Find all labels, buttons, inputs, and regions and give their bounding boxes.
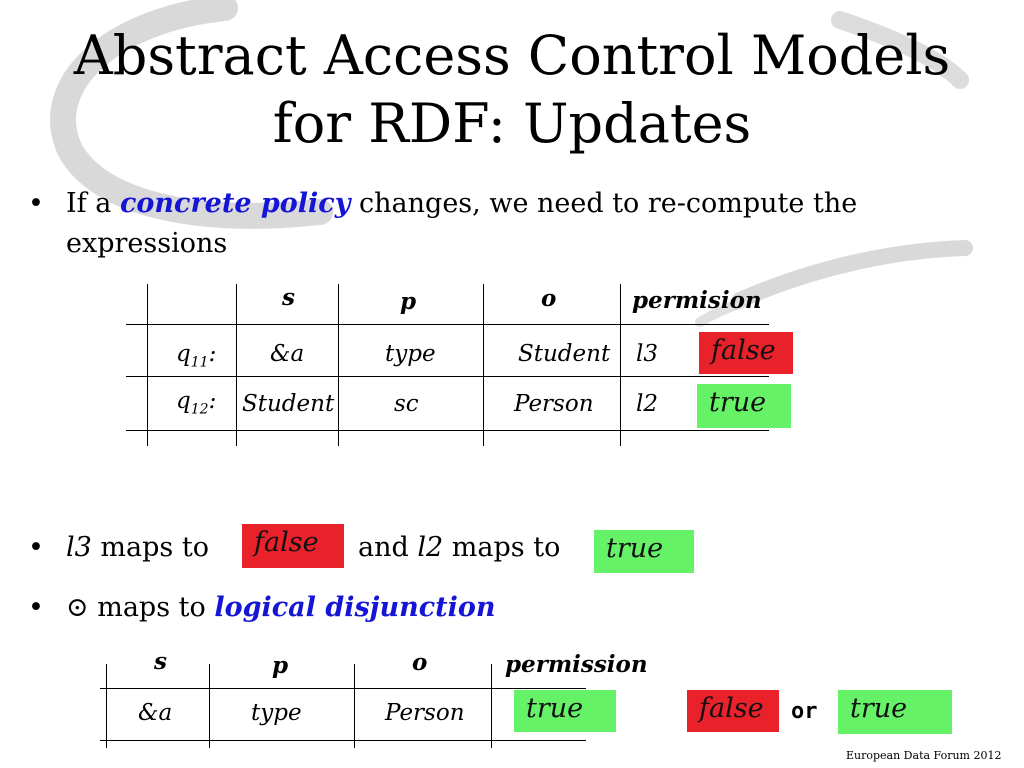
slide-title-line-1: Abstract Access Control Models [73,24,951,87]
bullet-disjunction: • ⊙ maps to logical disjunction [28,588,966,628]
table1-row2-p: sc [394,391,419,417]
table1-header-p: p [400,288,417,315]
bullet-dot: • [28,532,44,563]
table1-row1-o: Student [518,341,611,367]
bullet1-line2: expressions [66,228,228,259]
footer-text: European Data Forum 2012 [846,749,1002,762]
table2-header-permission: permission [505,651,648,678]
table1-row2-s: Student [242,391,335,417]
bullet-dot: • [28,592,44,623]
expression-true-box: true [838,690,952,734]
table1-row1-false-box: false [699,332,793,374]
expression-or-operator: or [791,699,818,724]
table1-row1-s: &a [270,341,305,367]
bullet2-l3: l3 [66,532,92,563]
table2-row-s: &a [138,700,173,726]
table2-header-o: o [412,649,428,676]
table1-header-o: o [541,285,557,312]
bullet1-prefix: If a [66,188,112,219]
odot-symbol-icon: ⊙ [66,592,89,623]
table1-row1-label: q11: [176,341,217,371]
bullet2-maps-to-2: maps to [451,532,561,563]
bullet-recompute: • If a concrete policy changes, we need … [28,184,966,264]
table2-row-o: Person [385,700,465,726]
table1-header-s: s [282,284,295,311]
table1-row2-label: q12: [176,388,217,418]
slide-title-line-2: for RDF: Updates [272,92,752,155]
table2-header-p: p [272,652,289,679]
table1-row1-p: type [385,341,436,367]
bullet3-highlight: logical disjunction [214,592,496,623]
bullet2-and-part: and l2 maps to [358,528,560,568]
table2-row-p: type [251,700,302,726]
bullet-mapping: • l3 maps to [28,528,966,568]
bullet2-true-box: true [594,530,694,573]
table1-row2-perm: l2 [636,391,658,417]
table1-row1-perm: l3 [636,341,658,367]
bullet2-maps-to-1: maps to [100,532,209,563]
table1-header-permission: permision [632,287,762,314]
expression-false-box: false [687,690,779,732]
bullet1-suffix: changes, we need to re-compute the [359,188,858,219]
bullet2-l2: l2 [417,532,444,563]
table1-row2-o: Person [514,391,594,417]
bullet-dot: • [28,188,44,219]
bullet2-and: and [358,532,409,563]
table1-row2-true-box: true [697,384,791,428]
bullet1-highlight: concrete policy [119,188,351,219]
table2-header-s: s [154,648,167,675]
bullet3-maps-to: maps to [97,592,206,623]
table2-true-box: true [514,690,616,732]
bullet2-false-box: false [242,524,344,568]
